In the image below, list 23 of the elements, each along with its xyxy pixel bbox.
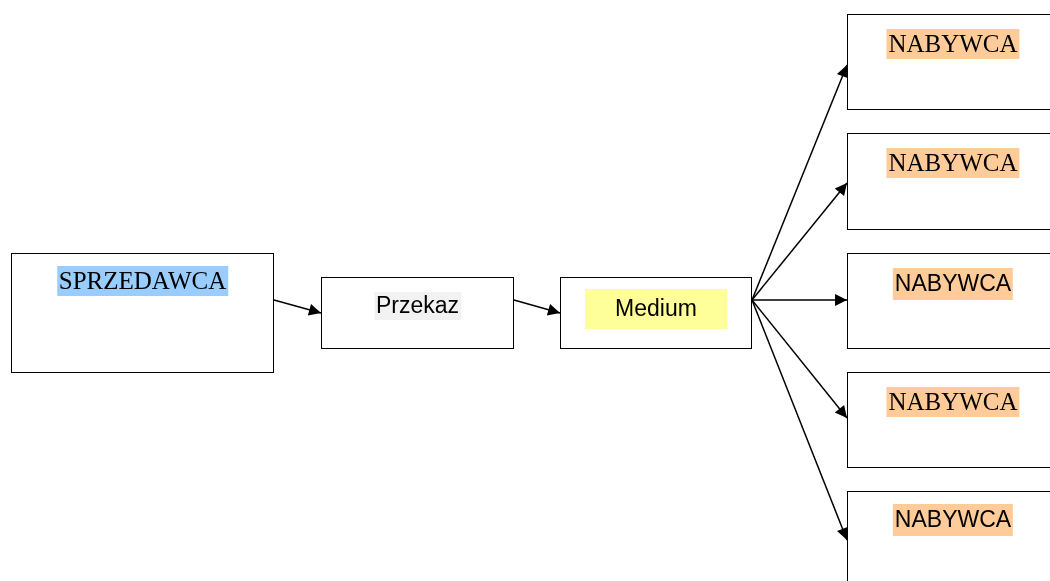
node-label: NABYWCA <box>886 29 1020 59</box>
process-box <box>847 133 1050 230</box>
process-box <box>321 277 514 349</box>
node-label: NABYWCA <box>886 148 1020 178</box>
node-label: NABYWCA <box>892 268 1014 300</box>
arrow <box>751 299 848 419</box>
process-box <box>847 491 1050 581</box>
arrow <box>513 299 561 316</box>
node-label: NABYWCA <box>886 387 1020 417</box>
arrow <box>751 182 848 301</box>
process-box <box>847 253 1050 349</box>
node-label: SPRZEDAWCA <box>56 266 229 296</box>
process-box <box>560 277 752 349</box>
node-label: NABYWCA <box>892 504 1014 536</box>
node-label: Przekaz <box>373 292 462 320</box>
process-box <box>11 253 274 373</box>
arrow <box>751 299 849 541</box>
arrow <box>273 299 322 316</box>
arrow <box>751 64 849 301</box>
process-box <box>847 14 1050 110</box>
arrow <box>751 294 848 306</box>
process-box <box>847 372 1050 468</box>
node-label: Medium <box>585 289 727 329</box>
